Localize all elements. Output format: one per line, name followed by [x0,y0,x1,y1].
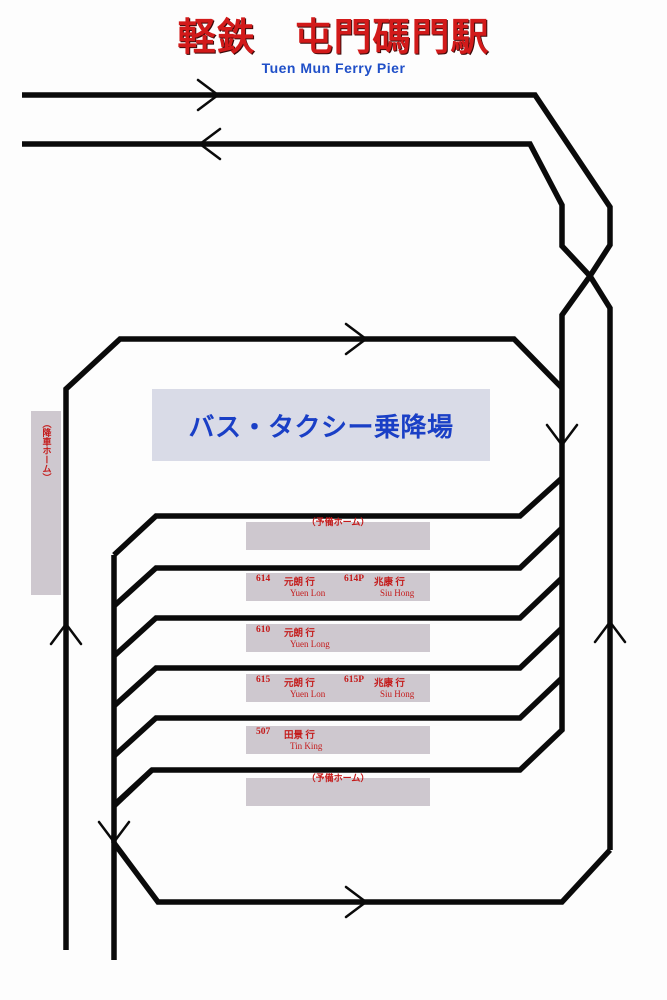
platform-507: 507 田景 行 Tin King [246,726,430,754]
track-siding-1 [112,475,564,558]
platform-reserve-top: （予備ホーム） [246,517,430,550]
arrow-up-right-icon [593,620,627,644]
track-loop-inner [111,834,613,960]
platform-reserve-label: （予備ホーム） [306,517,370,527]
track-top-outbound [22,92,613,278]
route-destination-en: Siu Hong [380,689,415,699]
route-destination: 田景 行 [284,731,315,741]
track-top-inbound [22,141,593,278]
route-destination-en: Yuen Lon [290,689,326,699]
route-number: 610 [256,625,271,635]
arrow-down-left-icon [97,820,131,844]
route-destination: 元朗 行 [284,679,315,689]
alighting-platform-label: （降車ホーム） [40,419,51,482]
track-crossover [587,274,613,850]
platform-615: 615 元朗 行 615P 兆康 行 Yuen Lon Siu Hong [246,674,430,702]
route-number: 614 [256,574,271,584]
bus-taxi-area: バス・タクシー乗降場 [152,389,490,461]
route-number: 507 [256,727,271,737]
route-destination-en: Yuen Lon [290,588,326,598]
route-destination: 元朗 行 [284,578,315,588]
route-destination-en: Yuen Long [290,639,330,649]
route-destination: 兆康 行 [374,679,405,689]
platform-reserve-label: （予備ホーム） [306,773,370,783]
arrow-right-bottom-icon [344,885,368,919]
platform-reserve-bottom: （予備ホーム） [246,773,430,806]
alighting-platform: （降車ホーム） [31,411,61,595]
track-siding-3 [112,576,564,659]
route-destination: 元朗 行 [284,629,315,639]
track-siding-6 [112,768,154,808]
arrow-right-top-icon [196,78,220,112]
track-siding-4 [112,626,564,709]
station-title-jp: 軽鉄 屯門碼門駅 [177,14,490,59]
route-number: 615 [256,675,271,685]
arrow-left-top-icon [198,127,222,161]
bus-taxi-label: バス・タクシー乗降場 [188,412,454,443]
platform-610: 610 元朗 行 Yuen Long [246,624,430,652]
track-siding-2 [112,526,564,609]
station-title-en: Tuen Mun Ferry Pier [261,60,406,76]
route-destination-en: Siu Hong [380,588,415,598]
route-number: 615P [344,675,365,685]
route-destination-en: Tin King [290,741,323,751]
platform-614: 614 元朗 行 614P 兆康 行 Yuen Lon Siu Hong [246,573,430,601]
arrow-up-left-icon [49,622,83,646]
route-destination: 兆康 行 [374,578,405,588]
track-loop-outer [63,336,564,950]
arrow-down-right-icon [545,423,579,447]
arrow-right-loop-icon [344,322,368,356]
route-number: 614P [344,574,365,584]
track-siding-5 [112,676,564,759]
